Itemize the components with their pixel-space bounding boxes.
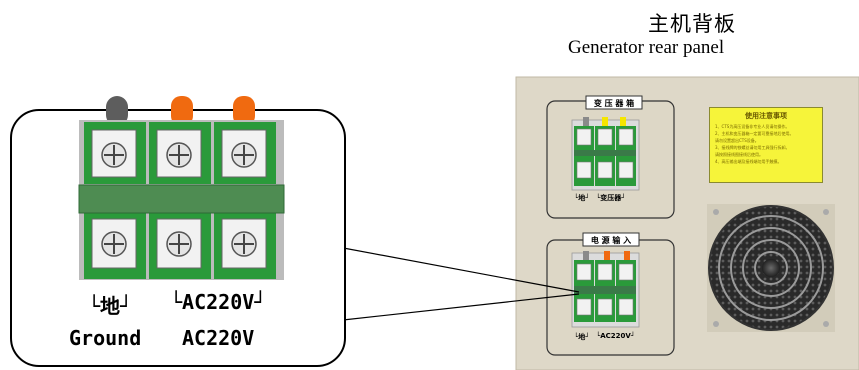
notice-line: 1、CTS为高压设备非专业人员请勿操作。 [715,124,790,129]
terminal-block-enlarged [78,96,285,280]
power-ac-label: └AC220V┘ [596,332,636,340]
notice-line: 2、主机和变压器箱一定要可靠接地后使用。 [715,131,794,136]
callout-lines [337,246,580,321]
notice-title: 使用注意事项 [745,112,787,120]
transformer-box-heading: 变 压 器 箱 [593,99,635,108]
notice-line: 3、接线牌的铁螺丝请勿用工具强行拆卸。 [715,145,790,150]
power-box-heading: 电 源 输 入 [590,236,632,245]
power-input-terminal-box [546,232,675,356]
callout-ac-text: AC220V [182,326,255,350]
panel-title-zh: 主机背板 [648,12,736,36]
cooling-fan [707,204,835,332]
transformer-transformer-label: └变压器┘ [596,194,626,202]
wire-ac-orange-2 [233,96,255,126]
notice-line: 4、高压输出端及接线端勿用手触摸。 [715,159,782,164]
callout-ground-text: Ground [69,326,142,350]
callout-ac-label: └AC220V┘ [170,290,267,314]
callout-ground-label: └地┘ [88,294,133,318]
notice-line: 请按照接线图接线后使用。 [715,152,763,157]
wire-ac-orange-1 [171,96,193,126]
usage-notice-label: 使用注意事项 1、CTS为高压设备非专业人员请勿操作。 2、主机和变压器箱一定要… [709,107,823,183]
power-ground-label: └地┘ [574,333,590,341]
wire-ground-gray [106,96,128,126]
notice-line: 请勿设置超出CTS设备。 [715,138,759,143]
transformer-terminal-box [546,95,675,219]
panel-title-en: Generator rear panel [568,37,725,58]
transformer-ground-label: └地┘ [574,194,590,202]
